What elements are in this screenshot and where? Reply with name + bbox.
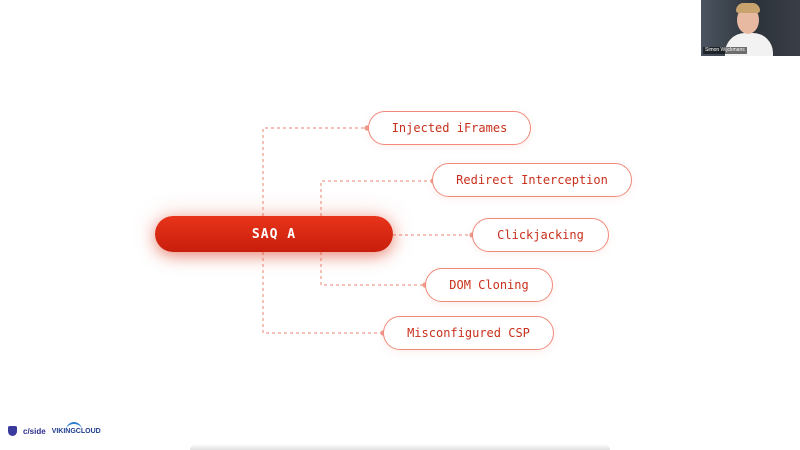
node-misconfigured-csp: Misconfigured CSP [383, 316, 554, 350]
node-label: Clickjacking [497, 228, 584, 242]
node-label: Injected iFrames [391, 121, 508, 135]
vikingcloud-logo: VIKINGCLOUD [51, 421, 101, 435]
participant-video-tile[interactable]: Simon Wijckmans [701, 0, 800, 56]
connector-misconfigured-csp [262, 252, 383, 334]
connector-redirect-interception [320, 180, 433, 216]
node-clickjacking: Clickjacking [472, 218, 609, 252]
node-label: Misconfigured CSP [407, 326, 530, 340]
node-label: DOM Cloning [449, 278, 529, 292]
node-label: Redirect Interception [456, 173, 608, 187]
footer-branding: c/side VIKINGCLOUD [8, 421, 101, 436]
node-dom-cloning: DOM Cloning [425, 268, 553, 302]
bottom-panel-edge [190, 444, 610, 450]
participant-face [737, 6, 759, 34]
vikingcloud-arc-icon [65, 421, 82, 430]
connector-injected-iframes [262, 127, 367, 216]
root-node-label: SAQ A [251, 226, 297, 242]
vikingcloud-logo-text: VIKINGCLOUD [51, 427, 101, 435]
root-node: SAQ A [155, 216, 393, 252]
node-redirect-interception: Redirect Interception [432, 163, 632, 197]
participant-hair [736, 3, 760, 13]
participant-name: Simon Wijckmans [703, 47, 747, 54]
node-injected-iframes: Injected iFrames [368, 111, 531, 145]
cside-shield-icon [8, 426, 17, 436]
connector-dom-cloning [320, 252, 425, 286]
cside-logo: c/side [23, 426, 46, 436]
